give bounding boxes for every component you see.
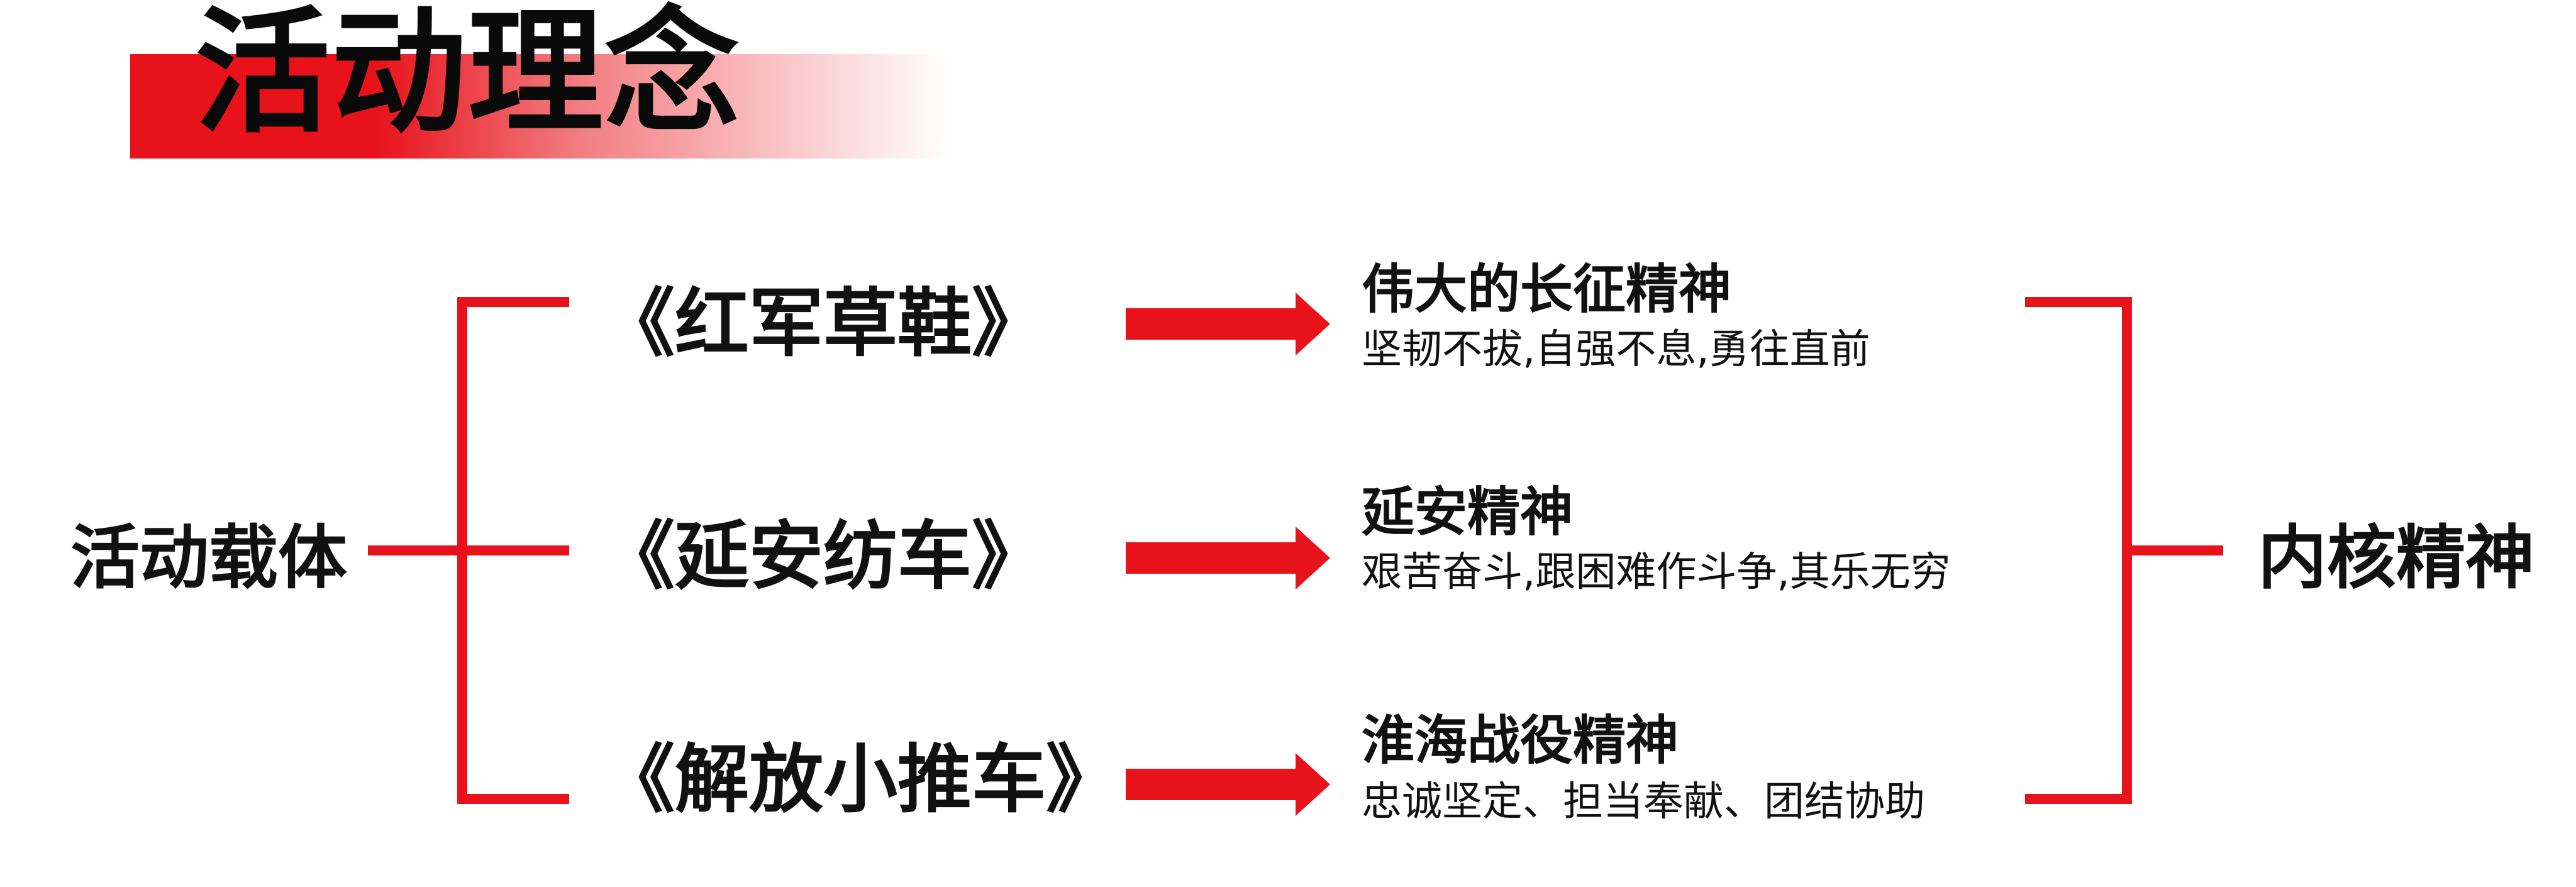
left-bracket [368, 297, 569, 804]
spirit-title-1: 伟大的长征精神 [1362, 259, 1732, 320]
arrow-3 [1126, 753, 1330, 816]
spirit-desc-3: 忠诚坚定、担当奉献、团结协助 [1362, 779, 1925, 825]
spirit-desc-2: 艰苦奋斗,跟困难作斗争,其乐无穷 [1362, 549, 1951, 596]
page-title: 活动理念 [195, 0, 741, 152]
arrow-2 [1126, 527, 1330, 589]
spirit-title-3: 淮海战役精神 [1362, 710, 1679, 771]
arrow-1 [1126, 293, 1330, 355]
carrier-label: 活动载体 [70, 518, 347, 598]
right-bracket [2025, 297, 2223, 804]
activity-1: 《红军草鞋》 [601, 280, 1046, 367]
activity-3: 《解放小推车》 [601, 736, 1121, 823]
spirit-title-2: 延安精神 [1362, 481, 1574, 543]
title-band [130, 54, 948, 159]
activity-2: 《延安纺车》 [601, 513, 1046, 600]
core-spirit-label: 内核精神 [2258, 518, 2534, 598]
spirit-desc-1: 坚韧不拔,自强不息,勇往直前 [1362, 326, 1870, 373]
